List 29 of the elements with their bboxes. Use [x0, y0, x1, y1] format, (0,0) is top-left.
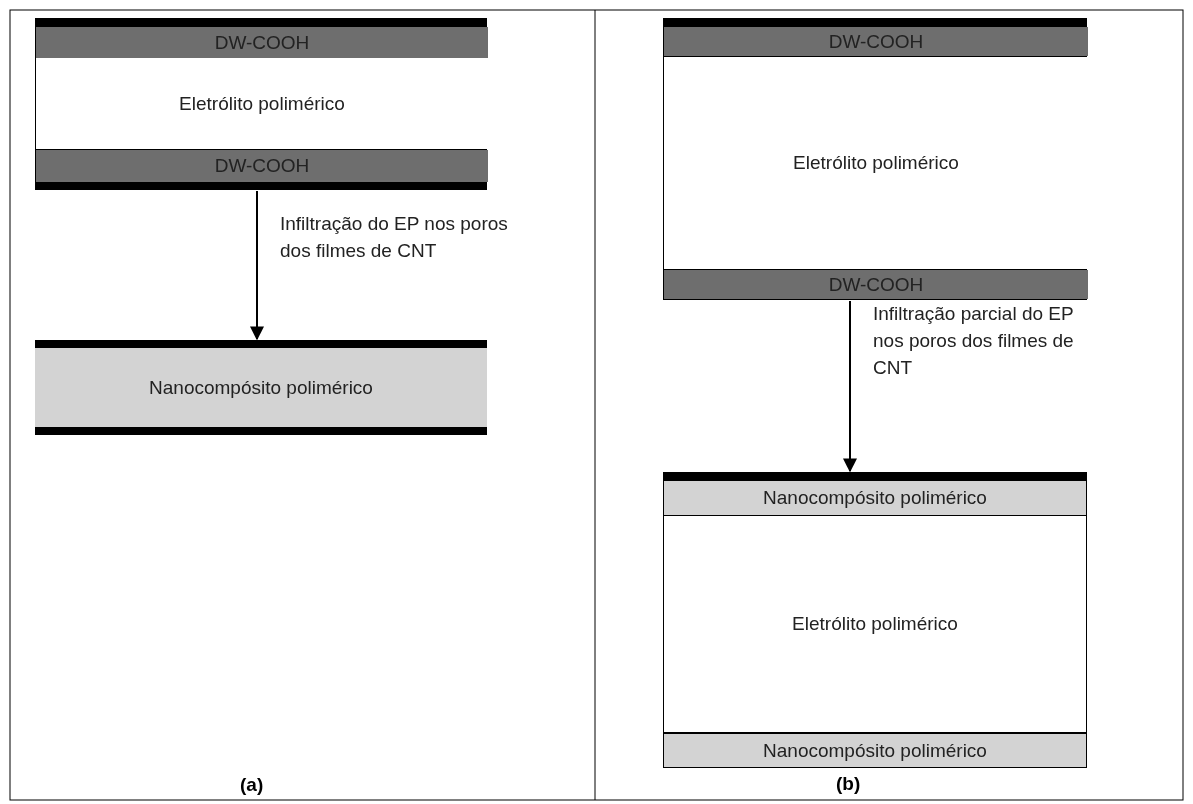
layer-box [664, 516, 1086, 732]
layer-box [36, 58, 488, 149]
layer-label: DW-COOH [827, 30, 925, 53]
panel-label: (a) [240, 774, 264, 796]
layer-stack [663, 18, 1087, 300]
layer-box [35, 340, 487, 435]
layer-box [664, 734, 1086, 767]
layer-label: DW-COOH [213, 155, 311, 177]
arrow [843, 300, 857, 473]
layer-label: Nanocompósito polimérico [762, 739, 988, 762]
panel-label: (b) [836, 773, 861, 795]
layer-label: DW-COOH [213, 31, 311, 54]
layer-label: Eletrólito polimérico [791, 613, 959, 635]
layer-label: DW-COOH [827, 273, 925, 296]
layer-label: Eletrólito polimérico [792, 152, 960, 174]
arrow [250, 190, 264, 341]
layer-stack [663, 472, 1087, 768]
layer-label: Nanocompósito polimérico [762, 487, 988, 509]
layer-box [664, 27, 1088, 56]
layer-box [36, 27, 488, 58]
layer-stack [35, 18, 487, 190]
edge-label: Infiltração do EP nos poros dos filmes de CNT [280, 212, 509, 263]
layer-label: Eletrólito polimérico [178, 92, 346, 115]
layer-box [664, 270, 1088, 299]
layer-label: Nanocompósito polimérico [148, 376, 374, 399]
edge-label: Infiltração parcial do EP nos poros dos filmes de CNT [873, 302, 1075, 380]
layer-box [664, 57, 1088, 269]
layer-box [664, 481, 1086, 515]
layer-box [36, 150, 488, 182]
